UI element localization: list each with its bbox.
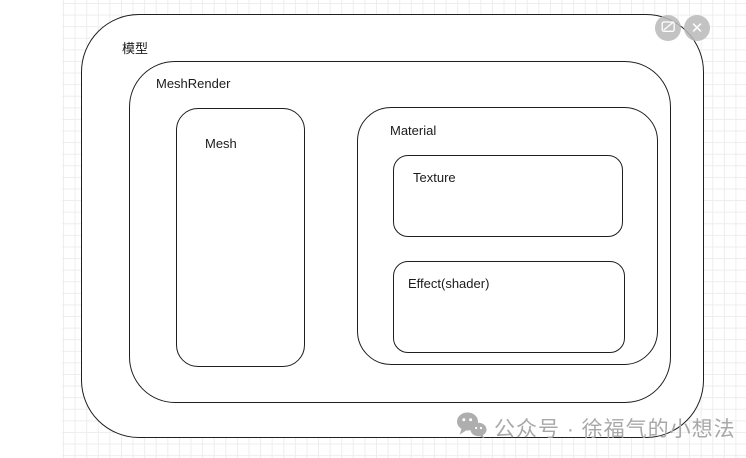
diagram-node-effect	[393, 261, 625, 353]
close-icon: ✕	[690, 19, 704, 37]
close-button[interactable]: ✕	[684, 15, 710, 41]
diagram-node-texture	[393, 155, 623, 237]
wechat-icon	[456, 411, 487, 444]
watermark: 公众号 · 徐福气的小想法	[456, 411, 736, 444]
image-icon	[661, 20, 676, 36]
node-meshrender-label: MeshRender	[156, 76, 231, 91]
diagram-node-mesh	[176, 108, 305, 367]
node-material-label: Material	[390, 123, 437, 138]
node-mesh-label: Mesh	[205, 136, 237, 151]
node-texture-label: Texture	[413, 170, 456, 185]
node-effect-label: Effect(shader)	[408, 276, 490, 291]
image-button[interactable]	[655, 15, 681, 41]
node-model-label: 模型	[122, 41, 149, 56]
watermark-text: 公众号 · 徐福气的小想法	[494, 417, 736, 441]
